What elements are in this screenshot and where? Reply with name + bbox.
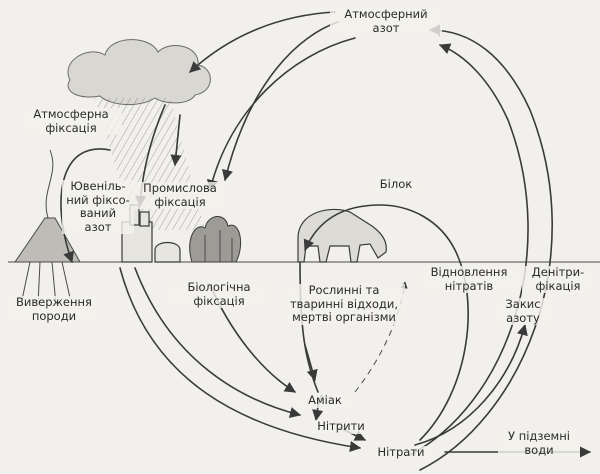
eruption-label: Виверження породи xyxy=(8,295,100,323)
industrial-fixation-label: Промислова фіксація xyxy=(134,181,226,209)
protein-label: Білок xyxy=(370,177,422,192)
groundwater-label: У підземні води xyxy=(498,429,580,457)
atmospheric-nitrogen-label: Атмосферний азот xyxy=(330,7,442,35)
ammonia-label: Аміак xyxy=(294,393,356,408)
nitrous-oxide-label: Закис азоту xyxy=(492,297,554,325)
juvenile-fixed-nitrogen-label: Ювеніль- ний фіксо- ваний азот xyxy=(62,179,134,234)
plants-icon xyxy=(189,216,242,263)
nitrates-label: Нітрати xyxy=(370,445,432,460)
denitrification-label: Денітри- фікація xyxy=(522,265,594,293)
nitrites-label: Нітрити xyxy=(310,419,372,434)
plant-animal-waste-label: Рослинні та тваринні відходи, мертві орг… xyxy=(283,283,405,325)
atmospheric-fixation-label: Атмосферна фіксація xyxy=(20,107,122,135)
nitrate-reduction-label: Відновлення нітратів xyxy=(418,265,520,293)
cow-icon xyxy=(297,208,387,263)
biological-fixation-label: Біологічна фіксація xyxy=(168,280,270,308)
factory-icon xyxy=(121,204,181,263)
